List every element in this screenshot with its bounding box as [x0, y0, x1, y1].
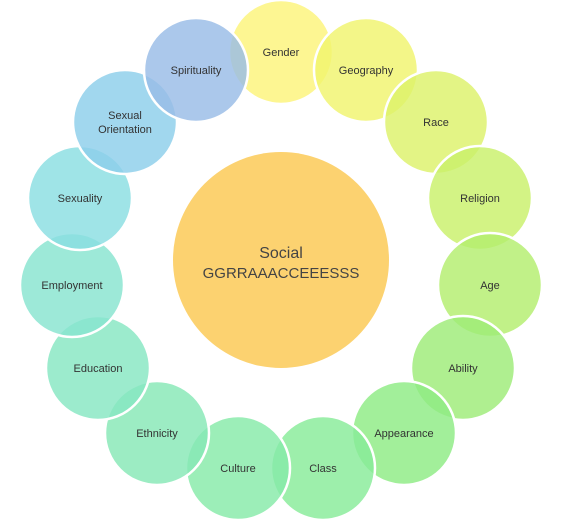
petal-label: Ethnicity: [136, 428, 178, 440]
petal-label: Religion: [460, 193, 500, 205]
petal-label: Ability: [448, 363, 478, 375]
petal-label: Sexuality: [58, 193, 103, 205]
center-circle-group: Social GGRRAAACCEEESSS: [173, 152, 389, 368]
petal-label: Race: [423, 117, 449, 129]
petal-label: Appearance: [374, 428, 433, 440]
petal-label: Employment: [41, 280, 102, 292]
center-title: Social: [259, 245, 303, 262]
petal-label: Culture: [220, 463, 255, 475]
center-subtitle: GGRRAAACCEEESSS: [203, 265, 360, 282]
petal-label: Education: [74, 363, 123, 375]
petal-label: Class: [309, 463, 337, 475]
petal-label: Gender: [263, 47, 300, 59]
petal-label: Orientation: [98, 124, 152, 136]
petal-label: Spirituality: [171, 65, 222, 77]
petal-label: Age: [480, 280, 500, 292]
center-circle: [173, 152, 389, 368]
petal-circle: [142, 16, 250, 124]
petal-group: GenderGeographyRaceReligionAgeAbilityApp…: [18, 0, 544, 522]
petal-label: Sexual: [108, 110, 142, 122]
petal-label: Geography: [339, 65, 394, 77]
